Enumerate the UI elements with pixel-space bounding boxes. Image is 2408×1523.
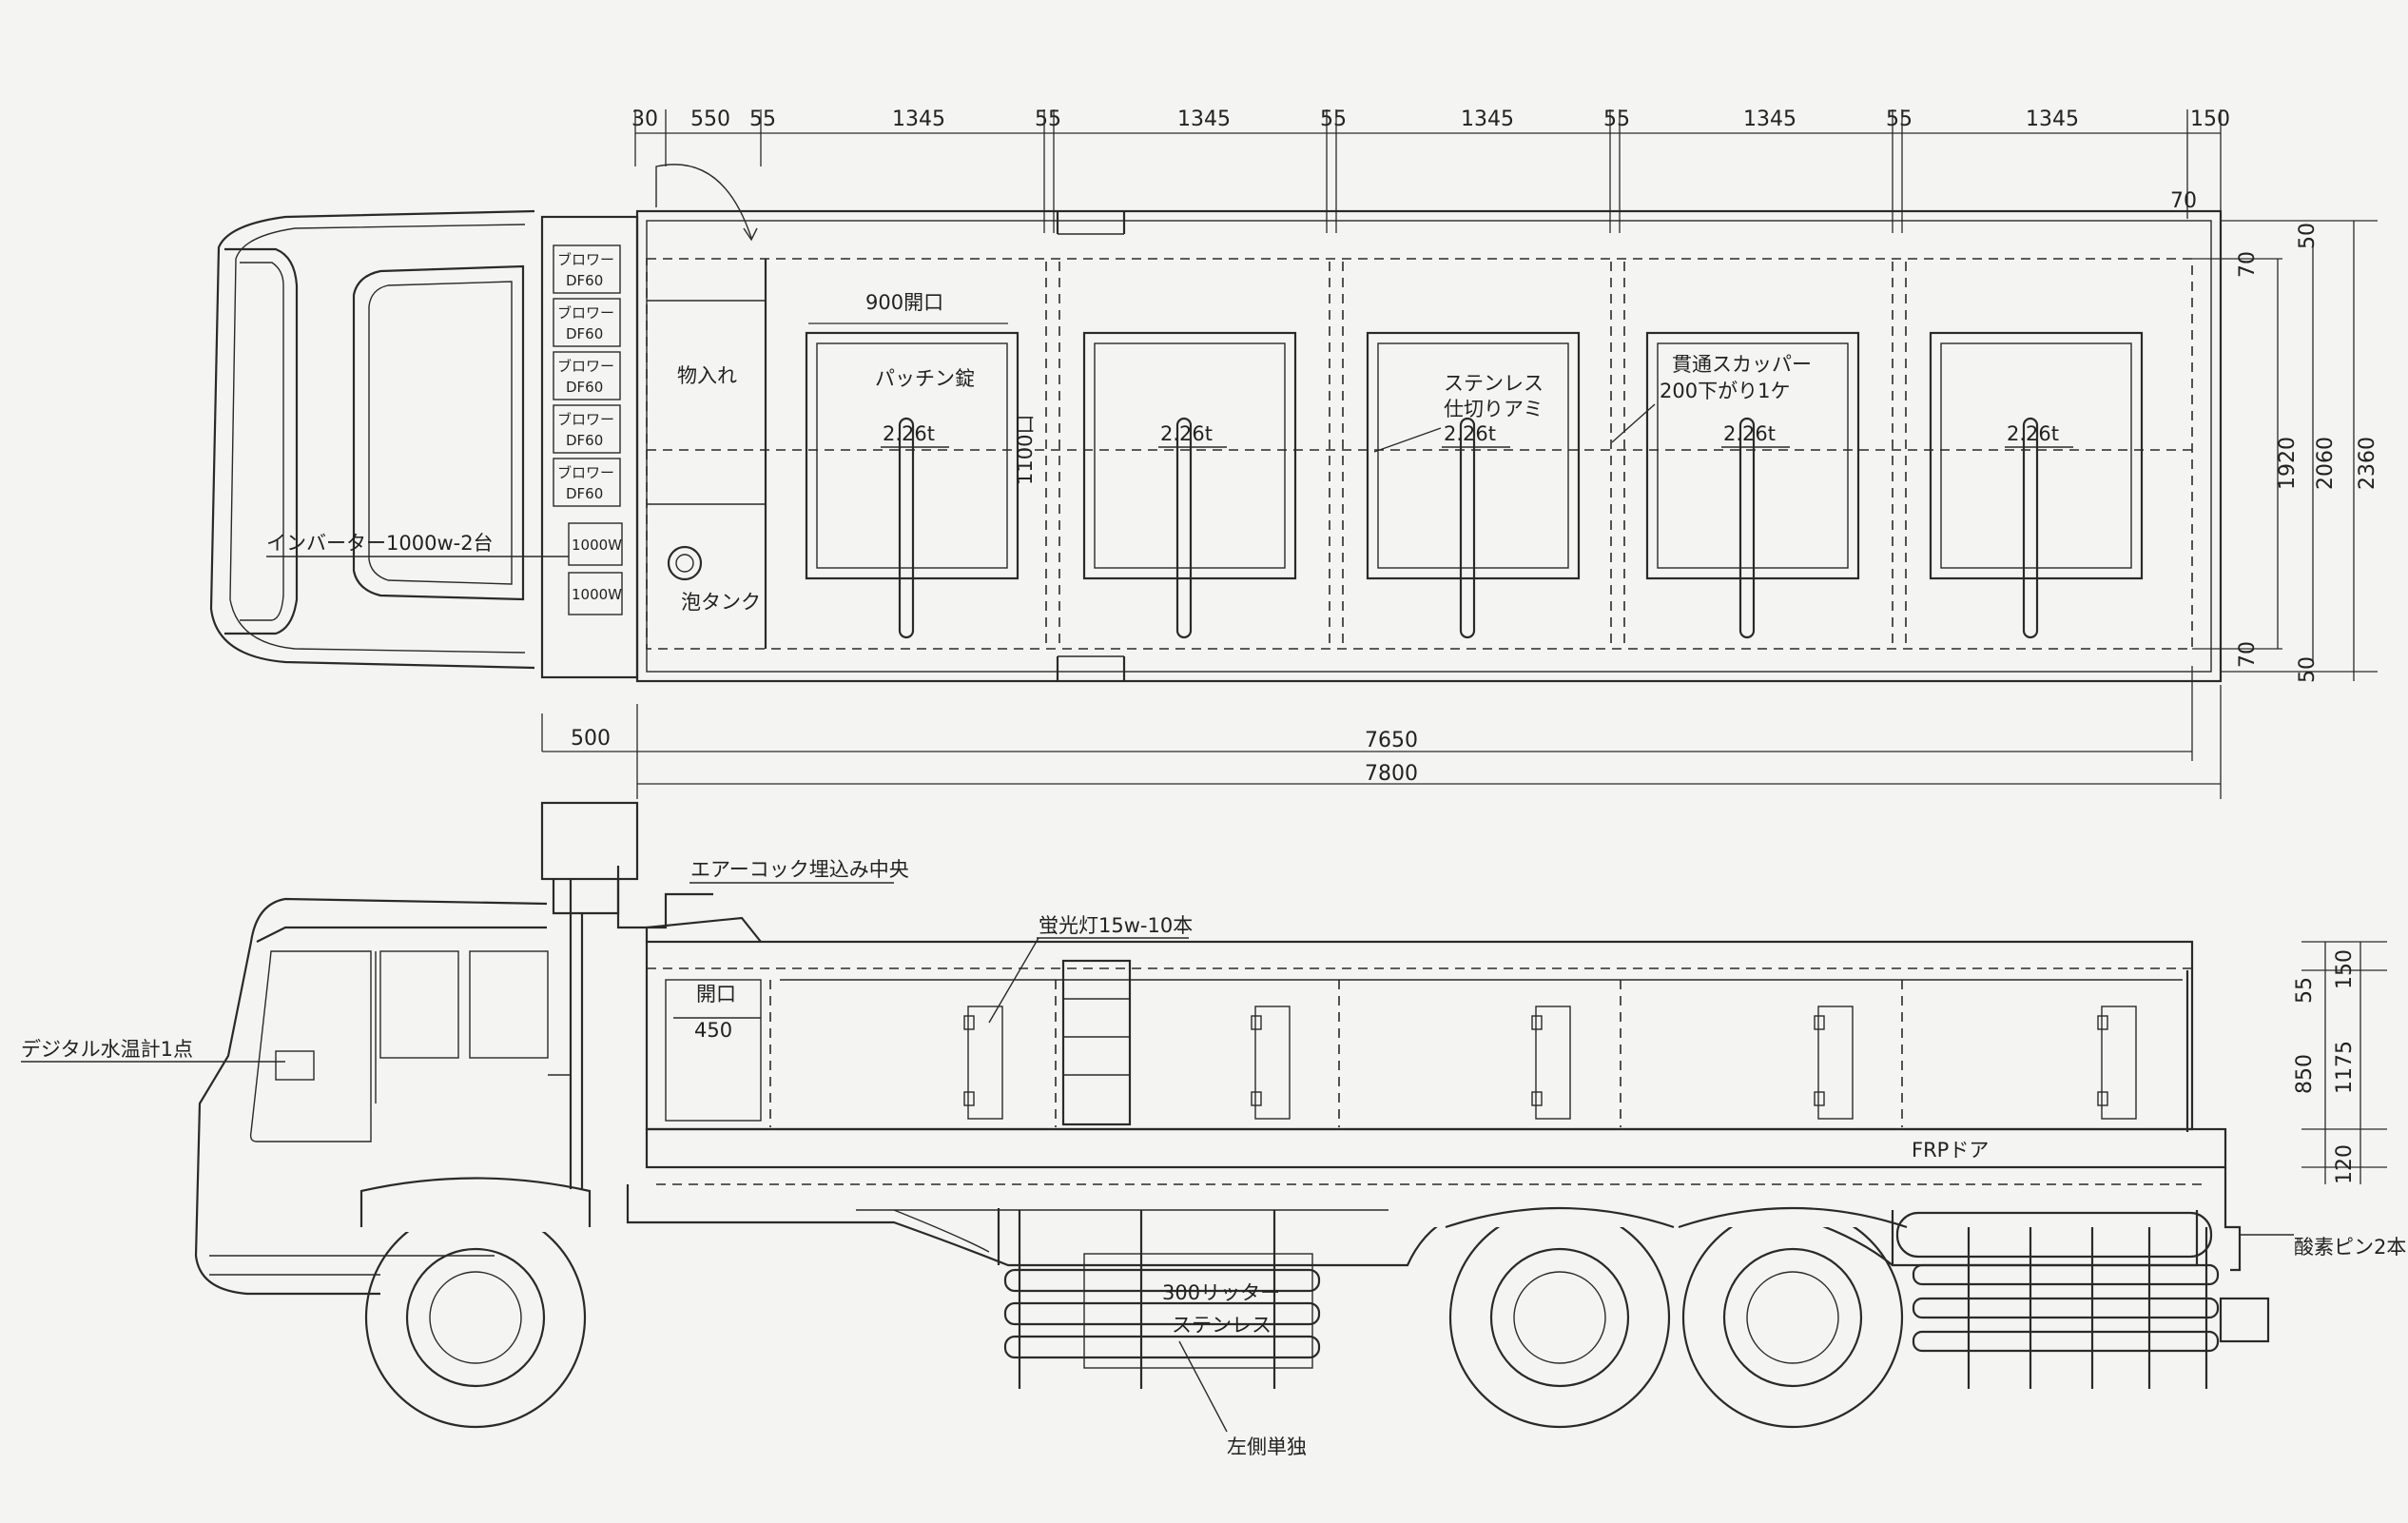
- opening-1100-label: 1100口: [1014, 415, 1037, 485]
- rear-wheel-2: [1681, 1206, 1904, 1429]
- air-cock-label: エアーコック埋込み中央: [690, 858, 909, 881]
- hatch-bar: [2022, 417, 2039, 639]
- top-dim-3: 1345: [892, 107, 945, 131]
- plan-bottom-dimensions: 500 7650 7800: [541, 666, 2222, 799]
- inverter-label: インバーター1000w-2台: [266, 532, 494, 555]
- hatch-bar: [1738, 417, 1756, 639]
- foam-tank-cap: [667, 545, 703, 581]
- stainless-divider-l2: 仕切りアミ: [1444, 398, 1544, 420]
- blower-model: DF60: [566, 432, 603, 449]
- top-dim-2: 55: [749, 107, 776, 131]
- inverter-rating: 1000W: [572, 537, 622, 554]
- blower-label: ブロワー: [557, 251, 614, 268]
- blower-label: ブロワー: [557, 411, 614, 428]
- dim-7650: 7650: [1365, 729, 1418, 752]
- frp-door-label: FRPドア: [1912, 1139, 1989, 1162]
- dim-r-2360: 2360: [2356, 437, 2379, 490]
- blower-unit: [553, 244, 621, 294]
- blower-unit: [553, 458, 621, 507]
- hatch-load: 2.26t: [1160, 422, 1213, 445]
- scupper-l2: 200下がり1ケ: [1660, 380, 1790, 402]
- blower-unit: [553, 298, 621, 347]
- dim-r-1920: 1920: [2276, 437, 2300, 490]
- hatch-load: 2.26t: [1444, 422, 1496, 445]
- top-dim-1: 550: [690, 107, 730, 131]
- side-dim-1175: 1175: [2333, 1041, 2357, 1094]
- blower-model: DF60: [566, 379, 603, 396]
- side-dim-850: 850: [2293, 1054, 2317, 1094]
- top-dim-11: 1345: [2026, 107, 2079, 131]
- front-wheel: [364, 1206, 587, 1429]
- side-hatch-3: [1535, 1006, 1571, 1120]
- inverter-unit: [568, 522, 623, 566]
- side-dim-120: 120: [2333, 1144, 2357, 1184]
- side-view: エアーコック埋込み中央 開口 450 蛍光灯15w-10本 FRPドア: [21, 801, 2406, 1458]
- inverter-rating: 1000W: [572, 586, 622, 603]
- dim-r-2060: 2060: [2314, 437, 2338, 490]
- left-side-label: 左側単独: [1227, 1435, 1307, 1458]
- top-dim-5: 1345: [1177, 107, 1231, 131]
- blower-unit: [553, 404, 621, 454]
- side-hatch-1: [967, 1006, 1003, 1120]
- patch-lock-label: パッチン錠: [875, 367, 975, 390]
- side-dim-150: 150: [2333, 949, 2357, 989]
- digital-thermo-label: デジタル水温計1点: [21, 1038, 193, 1061]
- side-dim-55: 55: [2293, 977, 2317, 1004]
- plan-cab: [209, 209, 535, 670]
- opening-900-label: 900開口: [865, 291, 943, 314]
- blower-label: ブロワー: [557, 304, 614, 322]
- blower-model: DF60: [566, 485, 603, 502]
- dim-r-50a: 50: [2296, 223, 2320, 249]
- door-open-label: 開口: [696, 983, 736, 1006]
- side-hatch-2: [1254, 1006, 1291, 1120]
- rear-wheel-1: [1448, 1206, 1671, 1429]
- hatch-bar: [898, 417, 915, 639]
- inverter-unit: [568, 572, 623, 615]
- hatch-load: 2.26t: [1723, 422, 1776, 445]
- hatch-bar: [1459, 417, 1476, 639]
- hatch-load: 2.26t: [2007, 422, 2059, 445]
- top-dim-4: 55: [1035, 107, 1061, 131]
- dim-500: 500: [571, 727, 611, 751]
- dim-r-50b: 50: [2296, 656, 2320, 683]
- top-dim-6: 55: [1320, 107, 1347, 131]
- top-dim-9: 1345: [1743, 107, 1796, 131]
- plan-equipment-column: ブロワー DF60 ブロワー DF60 ブロワー DF60 ブロワー DF60 ブロワー DF60…: [540, 215, 639, 679]
- tank-300-label: 300リッター: [1162, 1281, 1280, 1304]
- tank-stainless-label: ステンレス: [1172, 1314, 1272, 1337]
- blower-model: DF60: [566, 272, 603, 289]
- blower-model: DF60: [566, 325, 603, 342]
- blower-unit: [553, 351, 621, 400]
- hatch-bar: [1175, 417, 1193, 639]
- top-dim-10: 55: [1886, 107, 1913, 131]
- inverter-callout: インバーター1000w-2台: [266, 532, 569, 557]
- foam-tank-label: 泡タンク: [681, 591, 761, 614]
- hatch-load: 2.26t: [883, 422, 935, 445]
- dim-r-70a: 70: [2236, 251, 2260, 278]
- fluorescent-label: 蛍光灯15w-10本: [1039, 914, 1193, 937]
- side-hatch-5: [2101, 1006, 2137, 1120]
- dim-70-top: 70: [2170, 189, 2197, 213]
- top-dim-0: 30: [631, 107, 658, 131]
- storage-label: 物入れ: [677, 364, 737, 387]
- top-dimension-chain: 30 550 55 1345 55 1345 55 1345 55 1345 55 1345 150 7…: [631, 107, 2230, 233]
- blower-label: ブロワー: [557, 358, 614, 375]
- stainless-divider-l1: ステンレス: [1444, 372, 1544, 395]
- plan-body: 物入れ 泡タンク 2.26t 2.26t 2.26t 2.26t 2.26t 900開口…: [635, 164, 2223, 683]
- dim-r-70b: 70: [2236, 641, 2260, 668]
- side-hatch-4: [1817, 1006, 1854, 1120]
- plan-right-dimensions: 50 70 1920 2060 2360 70 50: [2192, 220, 2379, 683]
- top-dim-12: 150: [2190, 107, 2230, 131]
- oxygen-pin-label: 酸素ピン2本: [2294, 1236, 2406, 1259]
- scupper-l1: 貫通スカッパー: [1672, 353, 1812, 376]
- top-dim-7: 1345: [1461, 107, 1514, 131]
- dim-7800: 7800: [1365, 762, 1418, 786]
- blower-label: ブロワー: [557, 464, 614, 481]
- top-dim-8: 55: [1603, 107, 1630, 131]
- door-450-label: 450: [694, 1019, 732, 1042]
